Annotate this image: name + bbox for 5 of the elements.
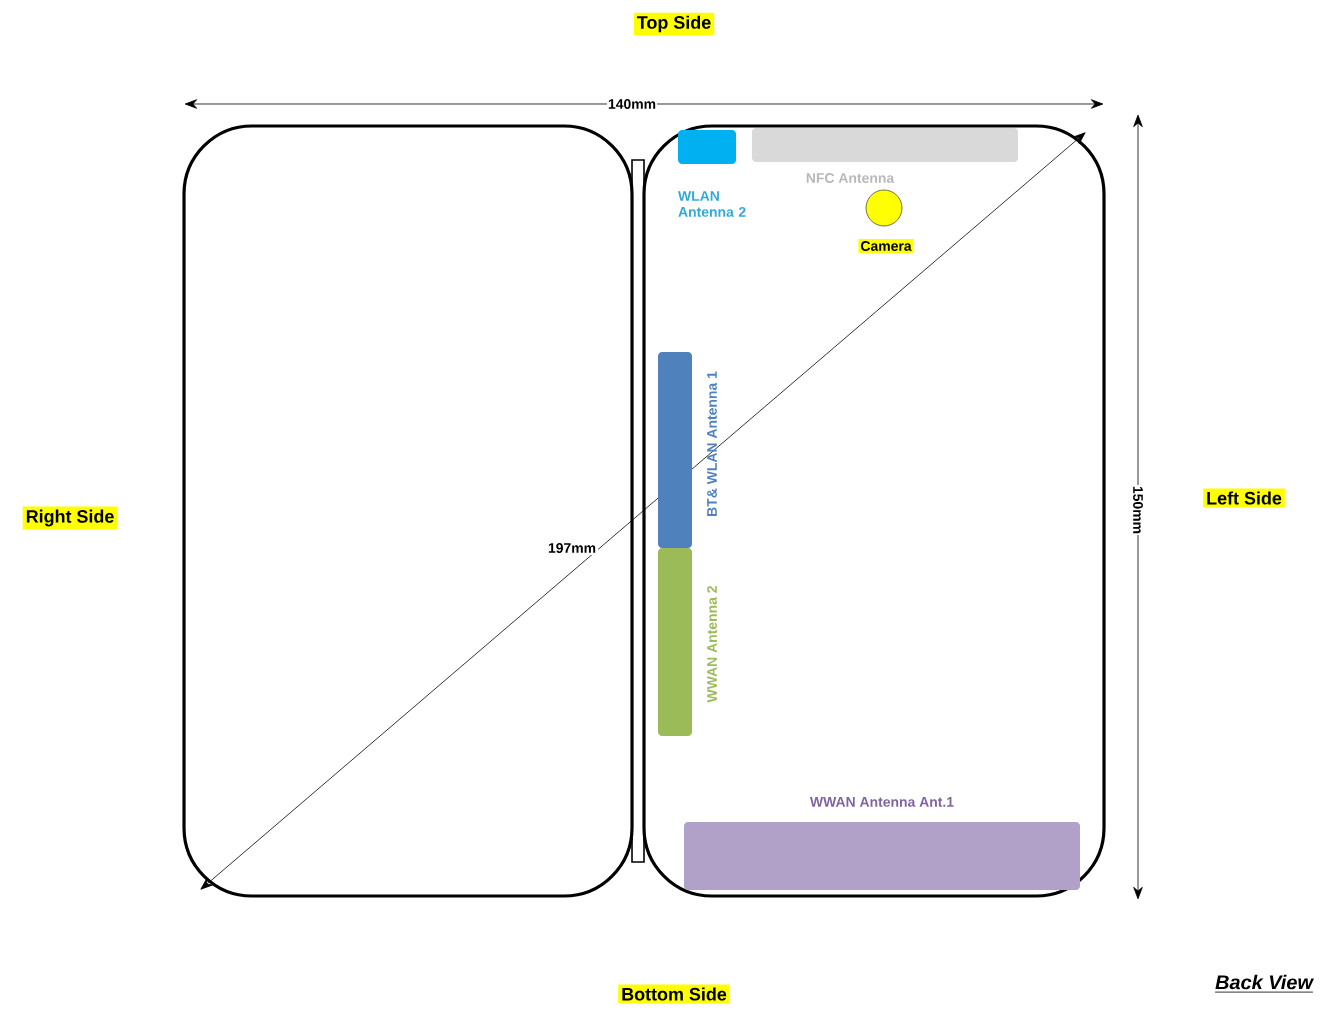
side-label: Bottom Side [618, 984, 730, 1004]
side-label: Right Side [22, 506, 118, 530]
side-label: Left Side [1203, 488, 1285, 508]
side-label: Top Side [633, 12, 715, 36]
view-title: Back View [1214, 974, 1314, 993]
